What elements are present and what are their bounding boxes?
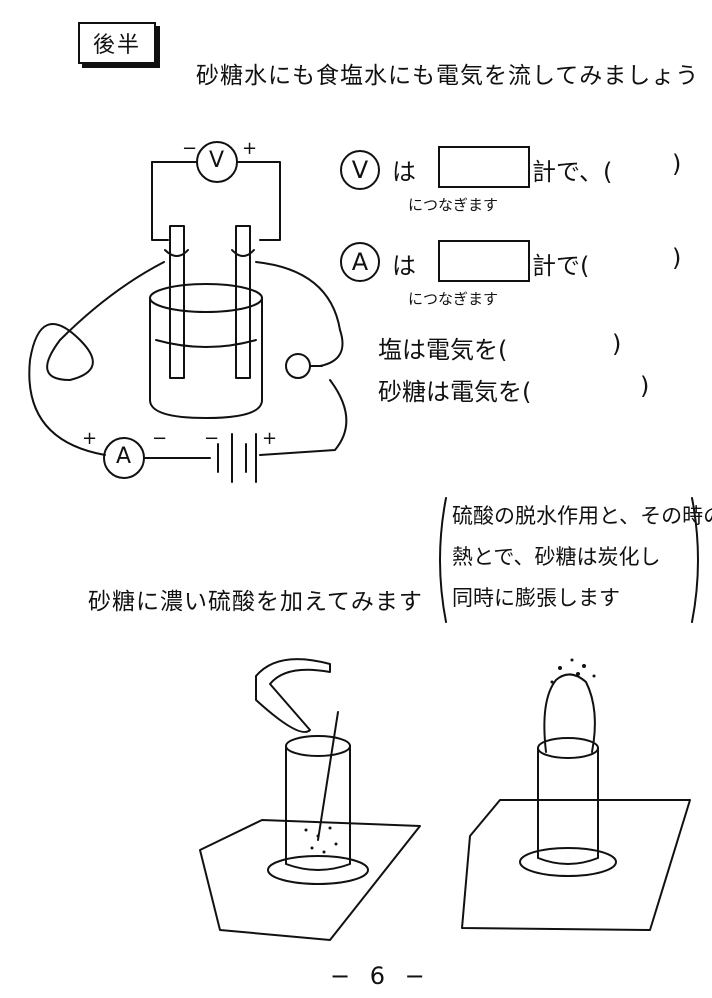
glass-rod: [317, 711, 339, 841]
answer-box-v[interactable]: [438, 146, 530, 188]
battery-cells: [217, 433, 257, 483]
question-v-is: は: [392, 158, 416, 186]
tray-left-pad: [267, 855, 369, 885]
question-a-is: は: [392, 252, 416, 280]
salt-conduction-close: ): [612, 330, 622, 358]
ammeter-symbol: A: [116, 444, 132, 469]
cylinder-left: [285, 745, 351, 871]
section-label: 後半: [78, 22, 156, 64]
lamp-bulb: [285, 353, 311, 379]
note-bracket-right: [691, 497, 699, 623]
question-v-connect: につなぎます: [408, 196, 499, 214]
voltmeter-symbol: V: [209, 148, 225, 173]
electrode-right: [235, 225, 251, 379]
sulfuric-acid-intro: 砂糖に濃い硫酸を加えてみます: [88, 589, 423, 615]
question-a-close: ): [672, 244, 682, 272]
salt-conduction: 塩は電気を(: [378, 336, 508, 364]
question-v-close: ): [672, 150, 682, 178]
sugar-conduction-close: ): [640, 372, 650, 400]
beaker-1-water: [155, 339, 257, 348]
tray-left: [199, 819, 421, 941]
question-v-symbol: V: [340, 150, 380, 190]
sugar-conduction: 砂糖は電気を(: [378, 378, 532, 406]
voltmeter-wire-left: [151, 161, 169, 241]
question-a-symbol: A: [340, 242, 380, 282]
voltmeter-circle: [196, 141, 238, 183]
clip-right: [231, 249, 255, 257]
ammeter-plus: +: [82, 428, 98, 449]
voltmeter-wire-right: [237, 161, 281, 241]
clip-left: [164, 249, 189, 257]
question-v-meter: 計で、(: [532, 158, 613, 186]
tray-right-pad: [519, 847, 617, 877]
cylinder-right-rim: [537, 737, 599, 759]
answer-box-a[interactable]: [438, 240, 530, 282]
cylinder-left-rim: [285, 735, 351, 757]
beaker-1-rim: [149, 283, 263, 313]
battery-minus: −: [204, 428, 220, 449]
page-number: − 6 −: [330, 962, 431, 990]
cylinder-right: [537, 747, 599, 865]
voltmeter-minus: −: [182, 138, 198, 159]
note-bracket-left: [439, 497, 447, 623]
battery-plus: +: [262, 428, 278, 449]
wire-lamp-to-battery: [259, 379, 348, 456]
wire-left-loop: [28, 261, 165, 456]
carbon-column: [543, 673, 596, 753]
ammeter-minus: −: [152, 428, 168, 449]
note-line: 熱とで、砂糖は炭化し: [452, 545, 661, 569]
beaker-1: [149, 297, 263, 419]
electrode-left: [169, 225, 185, 379]
page-title: 砂糖水にも食塩水にも電気を流してみましょう: [196, 63, 700, 89]
dehydration-note: 硫酸の脱水作用と、その時の 熱とで、砂糖は炭化し 同時に膨張します: [452, 496, 712, 619]
question-a-connect: につなぎます: [408, 290, 499, 308]
wire-to-lamp: [255, 261, 344, 367]
voltmeter-plus: +: [242, 138, 258, 159]
question-a-meter: 計で(: [532, 252, 590, 280]
pouring-beaker: [255, 658, 331, 733]
tray-right: [461, 799, 691, 931]
note-line: 硫酸の脱水作用と、その時の: [452, 504, 712, 528]
note-line: 同時に膨張します: [452, 586, 620, 610]
